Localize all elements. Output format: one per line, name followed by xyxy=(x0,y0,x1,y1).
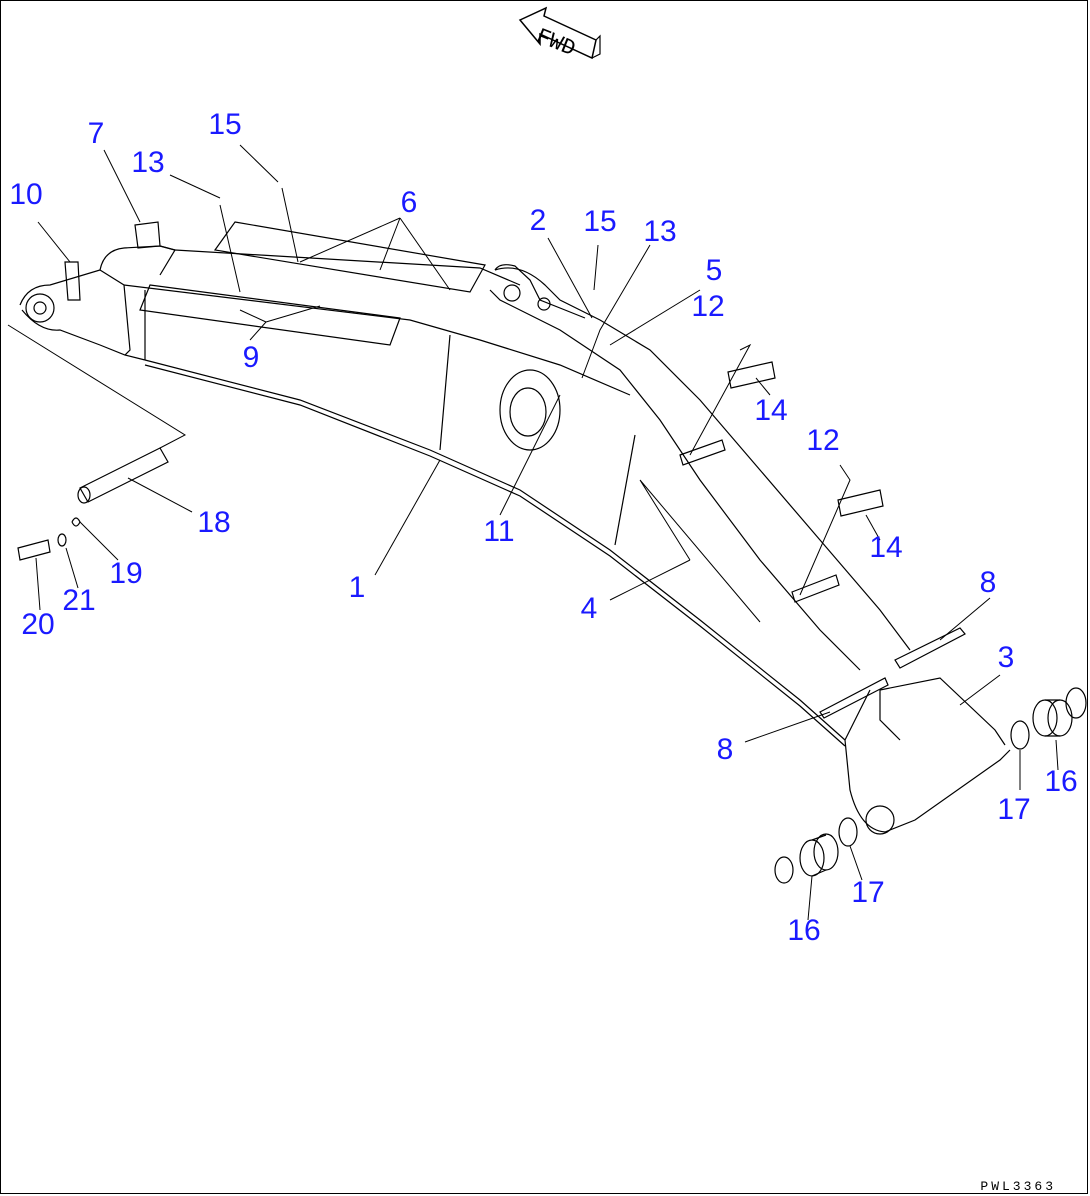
callout-15b: 15 xyxy=(583,205,617,238)
clamp-12-lower xyxy=(791,574,840,603)
callout-7: 7 xyxy=(87,117,105,150)
seal-17-left-outer xyxy=(774,856,794,884)
washer-21 xyxy=(57,533,67,547)
plate-8-lower xyxy=(819,677,889,719)
bushing-16-right xyxy=(1032,699,1073,737)
callout-16a: 16 xyxy=(1044,765,1078,798)
callout-2: 2 xyxy=(529,204,547,237)
callout-5: 5 xyxy=(705,254,723,287)
clamp-parts-12-14-lower xyxy=(837,489,884,517)
callout-12a: 12 xyxy=(691,290,725,323)
callout-14a: 14 xyxy=(754,394,788,427)
callout-18: 18 xyxy=(197,506,231,539)
callout-6: 6 xyxy=(400,186,418,219)
callout-8b: 8 xyxy=(716,733,734,766)
seal-17-right-outer xyxy=(1065,687,1087,719)
callout-8a: 8 xyxy=(979,566,997,599)
pin-18 xyxy=(77,447,169,504)
callout-17a: 17 xyxy=(997,793,1031,826)
ring-19 xyxy=(71,517,81,527)
callout-13a: 13 xyxy=(131,146,165,179)
cover-plate-9 xyxy=(139,284,401,346)
callout-3: 3 xyxy=(997,641,1015,674)
callout-10: 10 xyxy=(9,178,43,211)
plate-8-upper xyxy=(894,627,966,669)
cover-plate-6 xyxy=(213,221,486,293)
callout-1: 1 xyxy=(348,571,366,604)
callout-19: 19 xyxy=(109,557,143,590)
boom-body xyxy=(19,221,1011,835)
seal-17-right xyxy=(1010,720,1030,750)
clamp-parts-12-14-upper xyxy=(727,361,776,389)
callout-12b: 12 xyxy=(806,424,840,457)
callout-4: 4 xyxy=(580,592,598,625)
callout-21: 21 xyxy=(62,584,96,617)
seal-17-left xyxy=(838,817,858,847)
bolt-20 xyxy=(17,539,51,561)
callout-14b: 14 xyxy=(869,531,903,564)
clamp-12-upper xyxy=(679,439,726,466)
callout-20: 20 xyxy=(21,608,55,641)
callout-9: 9 xyxy=(242,341,260,374)
leader-lines xyxy=(7,144,1059,921)
callout-13b: 13 xyxy=(643,215,677,248)
callout-16b: 16 xyxy=(787,914,821,947)
boss-11 xyxy=(499,369,561,451)
callout-11: 11 xyxy=(483,515,515,548)
drawing-code: PWL3363 xyxy=(980,1179,1056,1194)
callout-17b: 17 xyxy=(851,876,885,909)
fwd-arrow-icon xyxy=(518,6,601,60)
callout-15a: 15 xyxy=(208,108,242,141)
bushing-16-left xyxy=(799,833,839,877)
